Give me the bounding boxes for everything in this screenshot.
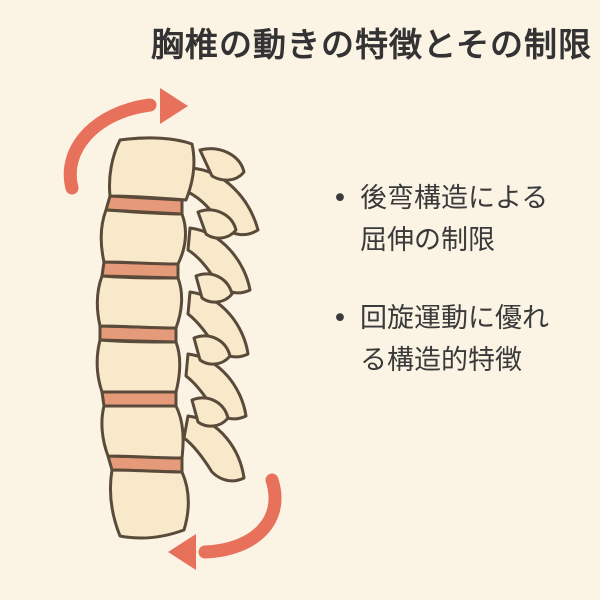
spinous-process-2: [186, 226, 252, 295]
spinous-process-3: [186, 290, 250, 359]
transverse-process-1: [198, 147, 246, 182]
vertebra-3: [95, 274, 184, 330]
curved-arrow-bottom-icon: [168, 473, 282, 570]
bullet-list: • 後弯構造による 屈伸の制限 • 回旋運動に優れ る構造的特徴: [330, 178, 595, 418]
spinous-process-5: [182, 414, 246, 483]
spinous-process-1: [186, 166, 260, 237]
vertebra-6: [108, 468, 190, 540]
page-title: 胸椎の動きの特徴とその制限: [150, 25, 592, 64]
bullet-line: る構造的特徴: [360, 345, 522, 376]
disc-4: [100, 390, 178, 408]
bullet-line: 屈伸の制限: [360, 225, 495, 256]
vertebra-1: [108, 136, 196, 202]
vertebra-4: [95, 338, 182, 394]
curved-arrow-top-icon: [63, 88, 188, 195]
spinous-process-4: [184, 352, 248, 421]
transverse-process-3: [194, 272, 234, 304]
bullet-line: 回旋運動に優れ: [360, 303, 549, 334]
bullet-marker: •: [332, 303, 348, 334]
bullet-item-rotation: • 回旋運動に優れ る構造的特徴: [330, 298, 595, 382]
bullet-item-kyphosis: • 後弯構造による 屈伸の制限: [330, 178, 595, 262]
vertebra-2: [99, 208, 187, 266]
transverse-process-2: [196, 208, 238, 240]
vertebra-5: [100, 404, 185, 460]
transverse-process-5: [190, 396, 230, 428]
bullet-line: 後弯構造による: [360, 183, 549, 214]
bullet-marker: •: [332, 183, 348, 214]
transverse-process-4: [192, 334, 232, 366]
